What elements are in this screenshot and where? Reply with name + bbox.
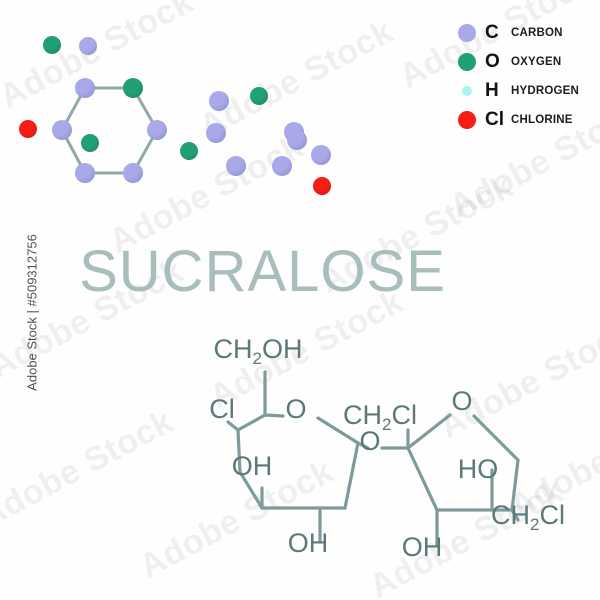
legend-label-carbon: CARBON	[511, 26, 563, 39]
atom-carbon	[206, 123, 226, 143]
atom-carbon	[79, 37, 97, 55]
ball-and-stick-model	[0, 0, 420, 230]
skeletal-label-o-ring-left: O	[285, 394, 306, 424]
atom-oxygen	[43, 36, 61, 54]
legend-item-carbon: C CARBON	[458, 18, 598, 47]
carbon-color-swatch-icon	[458, 23, 476, 42]
skeletal-label-oh-left-inner: OH	[232, 451, 273, 481]
legend-label-chlorine: CHLORINE	[511, 113, 573, 126]
legend-symbol-hydrogen: H	[485, 80, 499, 101]
skeletal-label-ch2cl-left: CH2Cl	[343, 400, 417, 434]
element-legend: C CARBON O OXYGEN H HYDROGEN Cl CHLORINE	[458, 18, 598, 134]
skeletal-label-o-bridge: O	[359, 426, 380, 456]
legend-item-oxygen: O OXYGEN	[458, 47, 598, 76]
skeletal-label-oh-left-bot: OH	[288, 528, 329, 558]
hydrogen-color-swatch-icon	[462, 85, 472, 96]
skeletal-bonds	[226, 370, 520, 548]
skeletal-label-oh-right-bot: OH	[402, 532, 443, 562]
legend-label-hydrogen: HYDROGEN	[511, 84, 580, 97]
skeletal-label-ho-right: HO	[458, 454, 499, 484]
skeletal-label-ch2oh-top: CH2OH	[214, 334, 303, 368]
atom-carbon	[123, 163, 143, 183]
atom-carbon	[75, 163, 95, 183]
atom-chlorine	[19, 120, 37, 138]
atom-oxygen	[123, 78, 143, 98]
atom-carbon	[272, 156, 292, 176]
atom-chlorine	[313, 177, 331, 195]
legend-item-chlorine: Cl CHLORINE	[458, 105, 598, 134]
atom-carbon	[147, 120, 167, 140]
skeletal-label-cl-left: Cl	[209, 394, 235, 424]
legend-label-oxygen: OXYGEN	[511, 55, 562, 68]
atom-carbon	[226, 156, 246, 176]
atom-oxygen	[250, 87, 268, 105]
page-title: SUCRALOSE	[79, 239, 446, 304]
atom-carbon	[287, 130, 307, 150]
chlorine-color-swatch-icon	[458, 110, 476, 129]
oxygen-color-swatch-icon	[458, 52, 476, 71]
skeletal-label-ch2cl-right: CH2Cl	[491, 500, 565, 534]
ball-model-bonds	[60, 86, 159, 175]
atom-oxygen	[81, 134, 99, 152]
atom-carbon	[75, 78, 95, 98]
atom-carbon	[52, 120, 72, 140]
atom-carbon	[311, 145, 331, 165]
legend-symbol-chlorine: Cl	[485, 109, 504, 130]
atom-oxygen	[180, 142, 198, 160]
legend-item-hydrogen: H HYDROGEN	[458, 76, 598, 105]
legend-symbol-carbon: C	[485, 22, 499, 43]
atom-carbon	[209, 91, 229, 111]
legend-symbol-oxygen: O	[485, 51, 500, 72]
skeletal-label-o-ring-right: O	[451, 386, 472, 416]
